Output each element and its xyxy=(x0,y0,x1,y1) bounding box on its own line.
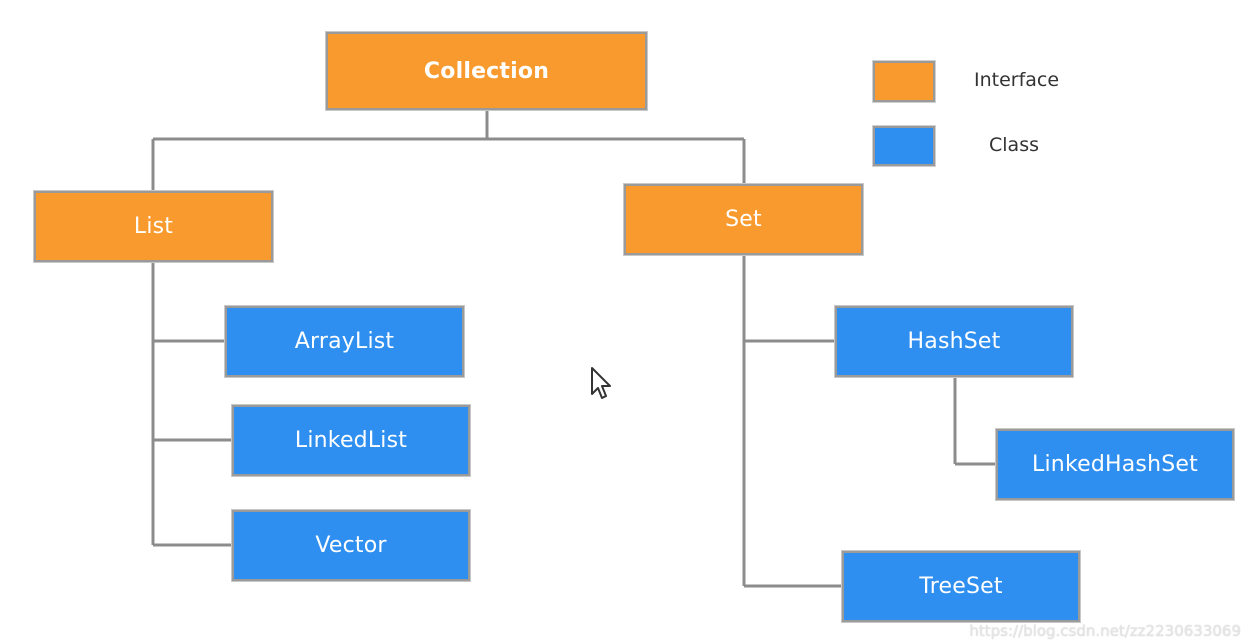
mouse-cursor-icon xyxy=(591,367,611,399)
node-hashset: HashSet xyxy=(835,306,1073,377)
legend-interface-swatch xyxy=(873,61,935,102)
node-set: Set xyxy=(624,184,863,255)
watermark: https://blog.csdn.net/zz2230633069 xyxy=(969,622,1241,640)
legend-interface-label: Interface xyxy=(974,69,1060,91)
node-linkedlist: LinkedList xyxy=(232,405,470,476)
node-list: List xyxy=(34,191,273,262)
node-arraylist: ArrayList xyxy=(225,306,464,377)
legend-class-swatch xyxy=(873,126,935,166)
legend-class-label: Class xyxy=(989,134,1039,156)
node-vector: Vector xyxy=(232,510,470,581)
node-linkedhashset: LinkedHashSet xyxy=(996,429,1234,500)
node-treeset: TreeSet xyxy=(842,551,1080,622)
node-collection: Collection xyxy=(326,32,647,110)
